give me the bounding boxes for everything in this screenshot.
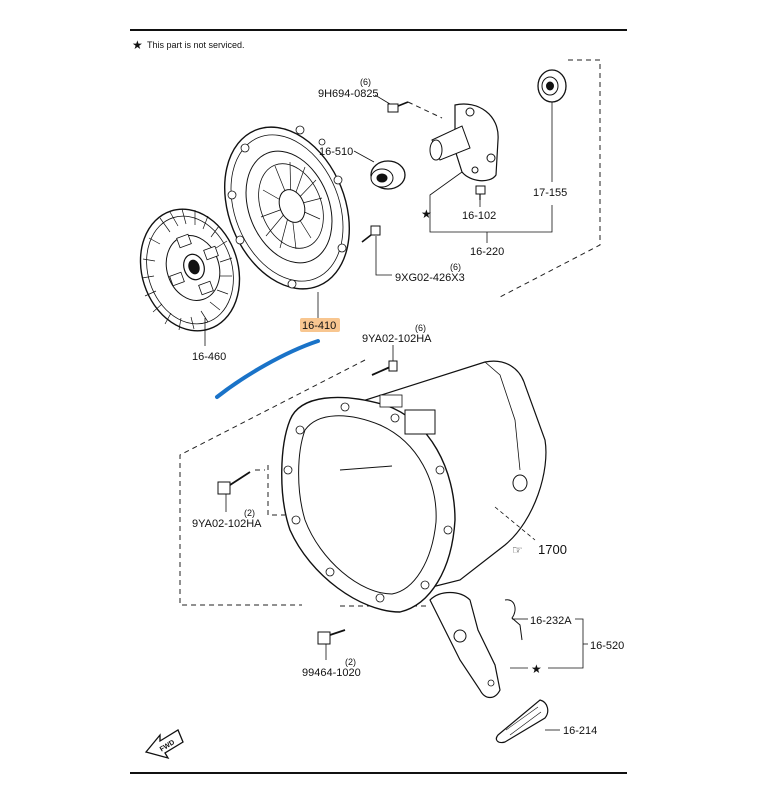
annotation-arrow	[215, 339, 320, 399]
fork-boot	[495, 699, 549, 744]
clutch-cover	[223, 125, 351, 290]
label-9h694: 9H694-0825	[318, 88, 379, 100]
qty-9h694: (6)	[360, 77, 371, 87]
label-9ya02-top: 9YA02-102HA	[362, 333, 432, 345]
bolt-9ya02-left	[217, 471, 251, 495]
transmission-housing	[281, 360, 547, 613]
label-9xg02: 9XG02-426X3	[395, 272, 465, 284]
bolt-9h694	[387, 101, 409, 113]
label-16-510: 16-510	[319, 146, 353, 158]
spring-clip	[504, 599, 523, 641]
bracket-16-520	[510, 618, 588, 669]
leader-1700	[494, 506, 536, 541]
label-17-155: 17-155	[533, 187, 567, 199]
pilot-bearing	[537, 69, 567, 103]
star-collar: ★	[421, 207, 432, 221]
transmission-ref-icon: ☞	[512, 543, 523, 557]
label-16-410: 16-410	[302, 320, 336, 332]
leader-9xg02	[375, 236, 392, 276]
bolt-9xg02	[361, 225, 381, 243]
bolt-9ya02-top	[371, 360, 398, 376]
clutch-disc	[139, 208, 241, 332]
bolt-99464	[317, 629, 346, 645]
release-collar	[429, 103, 499, 182]
release-bearing	[370, 160, 406, 190]
note-text: This part is not serviced.	[147, 40, 245, 50]
label-16-102: 16-102	[462, 210, 496, 222]
label-99464: 99464-1020	[302, 667, 361, 679]
qty-99464: (2)	[345, 657, 356, 667]
note-star: ★	[132, 38, 143, 52]
bolt-16-102	[475, 185, 486, 200]
label-1700: 1700	[538, 542, 567, 557]
label-9ya02-left: 9YA02-102HA	[192, 518, 262, 530]
star-fork: ★	[531, 662, 542, 676]
label-16-460: 16-460	[192, 351, 226, 363]
release-fork	[429, 591, 501, 699]
label-16-520: 16-520	[590, 640, 624, 652]
upper-group-box	[407, 59, 601, 298]
label-16-232a: 16-232A	[530, 615, 572, 627]
fwd-arrow-icon: FWD	[144, 729, 184, 760]
label-16-220: 16-220	[470, 246, 504, 258]
label-highlight	[300, 318, 340, 332]
bracket-16-220	[429, 171, 553, 243]
qty-9ya02-top: (6)	[415, 323, 426, 333]
label-16-214: 16-214	[563, 725, 597, 737]
leader-16-510	[353, 150, 375, 163]
qty-9xg02: (6)	[450, 262, 461, 272]
leader-9h694	[374, 94, 391, 105]
qty-9ya02-left: (2)	[244, 508, 255, 518]
